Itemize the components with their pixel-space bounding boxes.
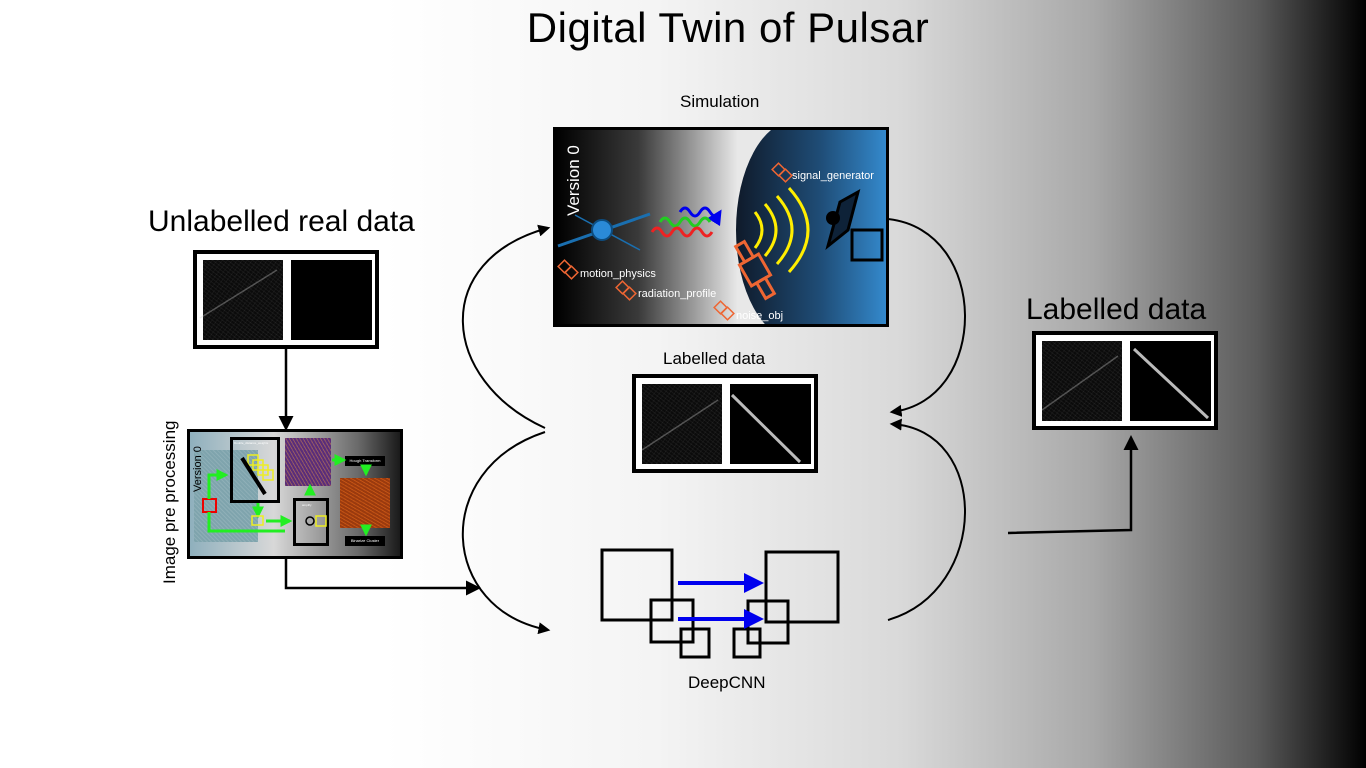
- preproc-yellow-squares: [247, 454, 327, 527]
- cnn-block-right-large: [764, 550, 840, 624]
- streak-lines: [199, 269, 1210, 464]
- sim-satellite-panel-top: [733, 239, 756, 265]
- preproc-green-path-1: [207, 469, 229, 499]
- sim-label-radiation-profile: radiation_profile: [638, 288, 717, 300]
- unlabelled-data-panel: [193, 250, 379, 349]
- preproc-node-amplify: amplify: [293, 498, 329, 546]
- sim-component-icons: [557, 162, 793, 321]
- preproc-green-path-2: [207, 512, 285, 533]
- streak-unlabelled-left: [199, 269, 278, 319]
- icon-noise-obj: [713, 300, 735, 321]
- labelled-data-center-panel: [632, 374, 818, 473]
- labelled-center-image-left: [642, 384, 722, 464]
- icon-radiation-profile: [615, 280, 637, 301]
- sim-wave-green: [658, 216, 712, 228]
- sim-pulsar: [591, 219, 613, 241]
- sim-signal-arc-3: [775, 195, 794, 265]
- cnn-block-left-small: [679, 627, 711, 659]
- unlabelled-real-data-label: Unlabelled real data: [148, 205, 415, 238]
- preproc-multiply-symbol: [305, 516, 315, 526]
- diagram-title: Digital Twin of Pulsar: [526, 4, 930, 51]
- arrow-curve-to-simulation: [461, 224, 551, 429]
- preproc-node-double-distance: Double_distance_weights: [230, 437, 280, 503]
- sim-signal-arc-1: [753, 211, 764, 249]
- sim-dish-feed: [826, 211, 840, 225]
- arrow-preproc-to-cnn: [284, 559, 481, 596]
- unlabelled-image-left: [203, 260, 283, 340]
- sim-signal-arc-4: [787, 186, 810, 274]
- cnn-block-left-large: [600, 548, 674, 622]
- icon-motion-physics: [557, 259, 579, 280]
- preproc-node-binarize: Binarize Cluster: [345, 536, 385, 546]
- preproc-node-double-distance-text: Double_distance_weights: [234, 441, 269, 445]
- deepcnn-label: DeepCNN: [688, 673, 766, 692]
- labelled-center-image-right: [730, 384, 811, 464]
- simulation-label: Simulation: [680, 92, 760, 111]
- deepcnn-blocks: [600, 548, 840, 659]
- sim-wave-blue: [678, 206, 722, 227]
- labelled-data-right-label: Labelled data: [1026, 293, 1207, 326]
- sim-satellite: [733, 239, 777, 301]
- sim-illustration: [557, 186, 884, 301]
- arrow-curve-cnn-to-center: [887, 418, 966, 621]
- sim-label-noise-obj: noise_obj: [736, 310, 784, 322]
- sim-wave-red: [650, 226, 714, 238]
- preproc-image-orange: [340, 478, 390, 528]
- sim-satellite-panel-bottom: [754, 275, 777, 301]
- streak-center-left: [641, 399, 719, 451]
- streak-right-left: [1041, 355, 1119, 411]
- sim-signal-arc-2: [763, 203, 778, 257]
- sim-label-signal-generator: signal_generator: [792, 170, 874, 182]
- preproc-image-purple: [285, 438, 331, 486]
- preproc-details: [202, 454, 372, 537]
- icon-signal-generator: [771, 162, 793, 183]
- arrow-curve-simulation-to-center: [887, 218, 966, 417]
- preproc-diagonal: [240, 456, 267, 496]
- preproc-red-square: [202, 498, 217, 513]
- preproc-node-hough: Hough Transform: [345, 456, 385, 466]
- arrow-curve-to-cnn: [461, 431, 551, 635]
- sim-dish: [825, 188, 861, 251]
- labelled-data-center-label: Labelled data: [663, 349, 766, 368]
- preproc-node-amplify-text: amplify: [302, 503, 312, 507]
- sim-dish-base: [850, 228, 884, 262]
- cnn-block-right-small: [732, 627, 762, 659]
- unlabelled-image-right: [291, 260, 372, 340]
- streak-right-right: [1132, 347, 1210, 420]
- streak-center-right: [730, 393, 802, 464]
- sim-label-motion-physics: motion_physics: [580, 268, 656, 280]
- arrow-to-right-labelled: [1007, 435, 1139, 535]
- labelled-right-image-left: [1042, 341, 1122, 421]
